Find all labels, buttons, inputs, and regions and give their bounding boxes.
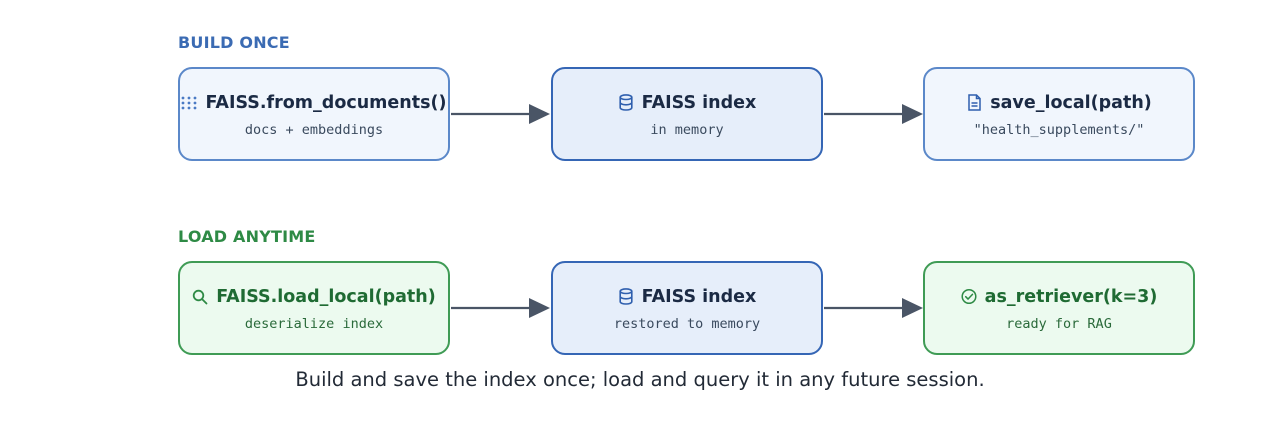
diagram-caption: Build and save the index once; load and …	[295, 368, 985, 391]
node-subtitle: deserialize index	[244, 315, 384, 332]
node-title: FAISS.from_documents()	[205, 92, 447, 113]
node-title: as_retriever(k=3)	[984, 286, 1158, 307]
node-subtitle: "health_supplements/"	[973, 121, 1145, 138]
node-title: FAISS index	[641, 92, 757, 113]
arrow-build-2	[824, 102, 924, 126]
node-title: FAISS index	[641, 286, 757, 307]
load-section-label: LOAD ANYTIME	[178, 227, 316, 246]
document-icon	[966, 94, 982, 112]
arrow-load-2	[824, 296, 924, 320]
node-as-retriever: as_retriever(k=3) ready for RAG	[923, 261, 1195, 355]
node-load-local: FAISS.load_local(path) deserialize index	[178, 261, 450, 355]
node-title: FAISS.load_local(path)	[216, 286, 436, 307]
database-icon	[618, 288, 634, 306]
node-subtitle: ready for RAG	[1006, 315, 1112, 332]
check-circle-icon	[961, 288, 977, 306]
node-subtitle: in memory	[650, 121, 724, 138]
arrow-build-1	[451, 102, 551, 126]
node-faiss-index-load: FAISS index restored to memory	[551, 261, 823, 355]
build-section-label: BUILD ONCE	[178, 33, 290, 52]
node-subtitle: docs + embeddings	[244, 121, 384, 138]
search-icon	[192, 288, 208, 306]
node-subtitle: restored to memory	[613, 315, 761, 332]
database-icon	[618, 94, 634, 112]
node-title: save_local(path)	[990, 92, 1152, 113]
grid-dots-icon	[181, 94, 197, 112]
node-save-local: save_local(path) "health_supplements/"	[923, 67, 1195, 161]
arrow-load-1	[451, 296, 551, 320]
node-faiss-index-build: FAISS index in memory	[551, 67, 823, 161]
node-from-documents: FAISS.from_documents() docs + embeddings	[178, 67, 450, 161]
